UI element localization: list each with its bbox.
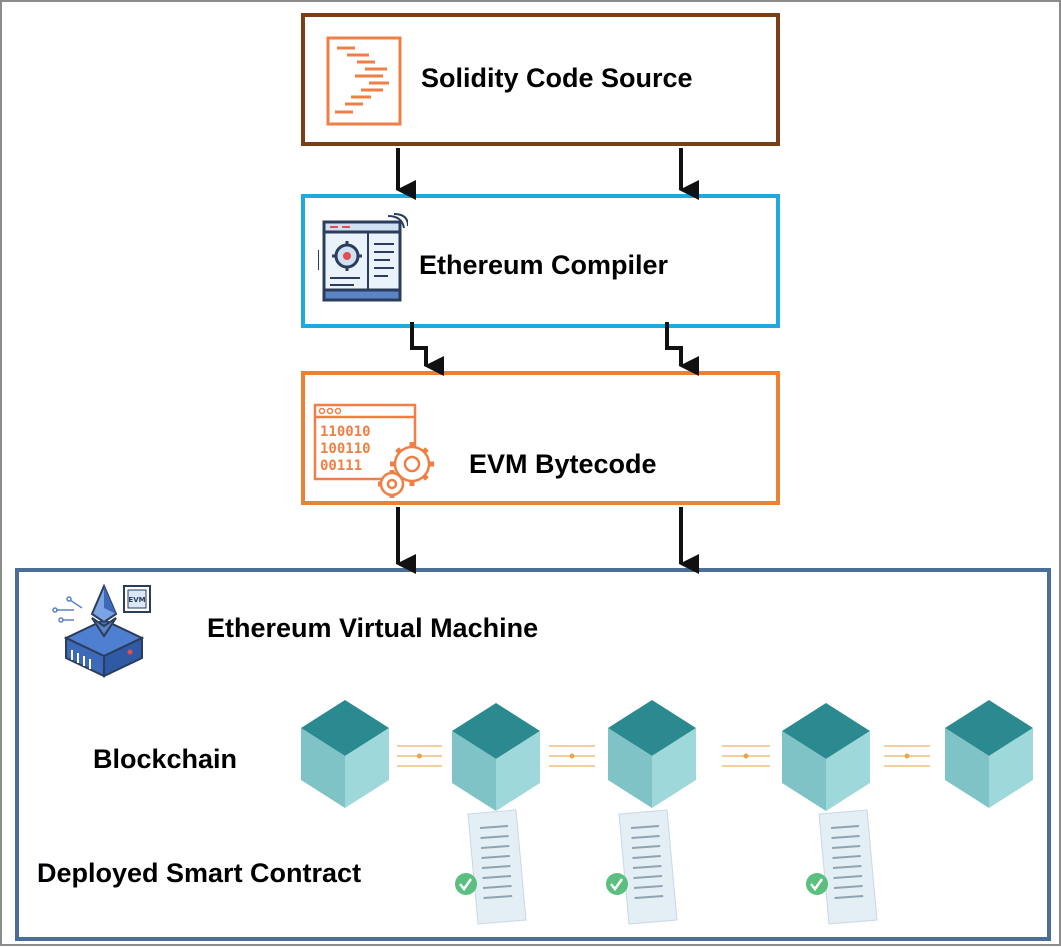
arrow-compiler-to-bytecode-left: [410, 322, 444, 376]
smart-contract-document-1: [455, 809, 527, 925]
blockchain-link-2: [549, 745, 595, 767]
evm-bytecode-label: EVM Bytecode: [469, 449, 657, 479]
bytecode-line-3: 00111: [320, 458, 362, 474]
blockchain-label: Blockchain: [93, 744, 238, 774]
bytecode-line-1: 110010: [320, 424, 371, 440]
blockchain-block-5: [945, 700, 1033, 808]
compiler-window-icon: [318, 213, 408, 302]
ethereum-virtual-machine-label: Ethereum Virtual Machine: [207, 613, 539, 643]
evm-chip-text: EVM: [128, 596, 145, 604]
blockchain-link-1: [397, 745, 442, 767]
ethereum-compiler-box: [301, 194, 780, 328]
bytecode-line-2: 100110: [320, 441, 371, 457]
code-file-icon: [326, 36, 402, 126]
ethereum-server-icon: EVM: [52, 583, 151, 678]
blockchain-link-4: [884, 745, 930, 767]
blockchain-block-2: [452, 703, 540, 811]
blockchain-block-3: [608, 700, 696, 808]
smart-contract-document-3: [806, 809, 878, 925]
arrow-compiler-to-bytecode-right: [665, 322, 699, 376]
bytecode-gear-icon: 110010 100110 00111: [313, 403, 434, 498]
blockchain-block-1: [301, 700, 389, 808]
deployed-smart-contract-label: Deployed Smart Contract: [37, 858, 362, 888]
solidity-source-label: Solidity Code Source: [421, 63, 693, 93]
blockchain-link-3: [722, 745, 770, 767]
blockchain-block-4: [782, 703, 870, 811]
ethereum-compiler-label: Ethereum Compiler: [419, 250, 669, 280]
smart-contract-document-2: [606, 809, 678, 925]
